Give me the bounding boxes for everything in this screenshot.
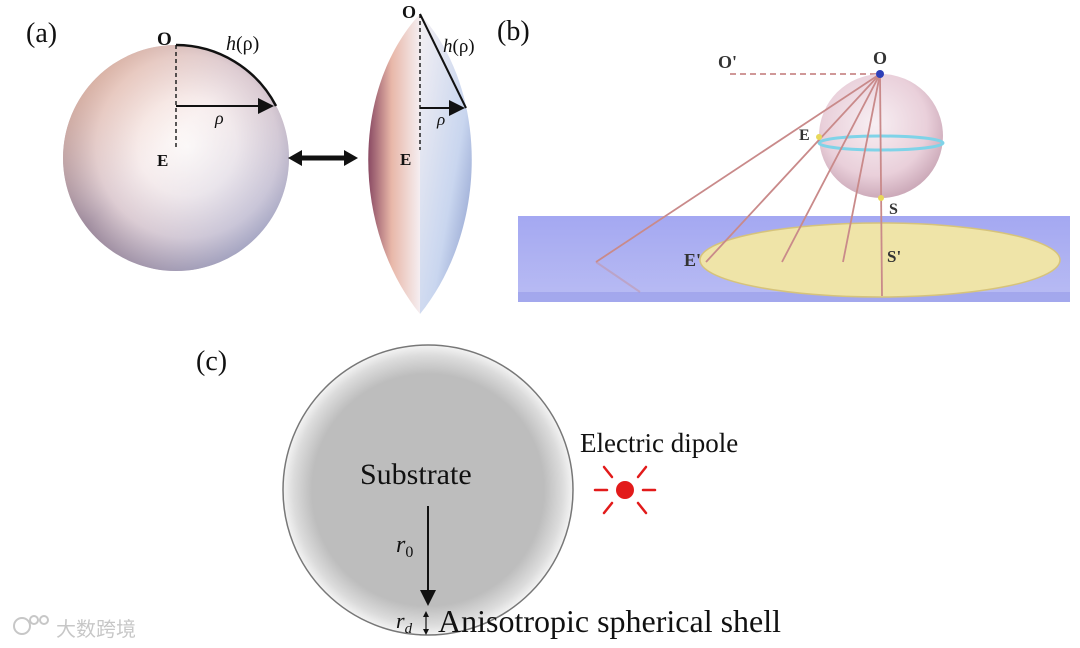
sphere-tint <box>63 45 289 271</box>
sphere-point-e: E <box>157 151 168 170</box>
lens-h-symbol: h <box>443 36 453 57</box>
r0-label: r0 <box>396 532 413 561</box>
lens-point-e: E <box>400 150 411 169</box>
dipole-icon <box>593 465 657 515</box>
panel-b: (b) O' O E S E' S' <box>497 16 1070 302</box>
rd-symbol: r <box>396 608 405 633</box>
sphere-rho-label: ρ <box>214 108 224 128</box>
sphere-h-label: h(ρ) <box>226 33 259 55</box>
label-s-prime: S' <box>887 247 901 266</box>
lens-left-face <box>368 14 420 314</box>
r0-subscript: 0 <box>405 544 413 561</box>
watermark-logo-icon <box>13 615 49 635</box>
panel-c-label: (c) <box>196 346 227 377</box>
lens: O E h(ρ) ρ <box>368 2 475 314</box>
panel-c: (c) Substrate r0 rd Anisotropic spherica… <box>196 344 781 639</box>
lens-h-label: h(ρ) <box>443 36 475 57</box>
ray-reflection <box>595 261 641 293</box>
substrate-label: Substrate <box>360 458 472 491</box>
sphere-h-arg: (ρ) <box>236 33 259 55</box>
point-o-marker <box>876 70 884 78</box>
point-s-marker <box>878 195 884 201</box>
panel-a-label: (a) <box>26 18 57 49</box>
rd-subscript: d <box>405 621 413 637</box>
projection-rays <box>595 73 883 297</box>
lens-point-o: O <box>402 2 416 22</box>
sphere-point-o: O <box>157 29 172 50</box>
label-e: E <box>799 127 810 144</box>
lens-h-chord <box>419 13 467 109</box>
point-e-marker <box>816 134 822 140</box>
lens-h-arg: (ρ) <box>453 36 475 57</box>
sphere-h-arc <box>175 43 278 107</box>
panel-b-label: (b) <box>497 16 530 47</box>
label-s: S <box>889 201 898 218</box>
panel-a: (a) O E h(ρ) ρ O E h(ρ) <box>26 2 475 314</box>
substrate-slab-shadow <box>518 292 1070 302</box>
label-o: O <box>873 48 887 68</box>
rd-label: rd <box>396 608 413 637</box>
double-arrow-icon <box>288 150 358 166</box>
watermark: 大数跨境 <box>13 615 136 641</box>
lens-rho-label: ρ <box>436 110 445 129</box>
sphere: O E h(ρ) ρ <box>63 29 289 271</box>
shell-label: Anisotropic spherical shell <box>438 603 781 639</box>
rd-double-arrow-icon <box>423 611 429 635</box>
sphere-h-symbol: h <box>226 33 236 55</box>
watermark-text: 大数跨境 <box>56 618 136 641</box>
label-e-prime: E' <box>684 250 701 270</box>
r0-symbol: r <box>396 532 406 558</box>
projected-disk <box>699 222 1061 298</box>
lens-right-face <box>420 14 472 314</box>
substrate-circle <box>282 344 574 636</box>
dipole-label: Electric dipole <box>580 428 738 458</box>
label-o-prime: O' <box>718 52 737 72</box>
